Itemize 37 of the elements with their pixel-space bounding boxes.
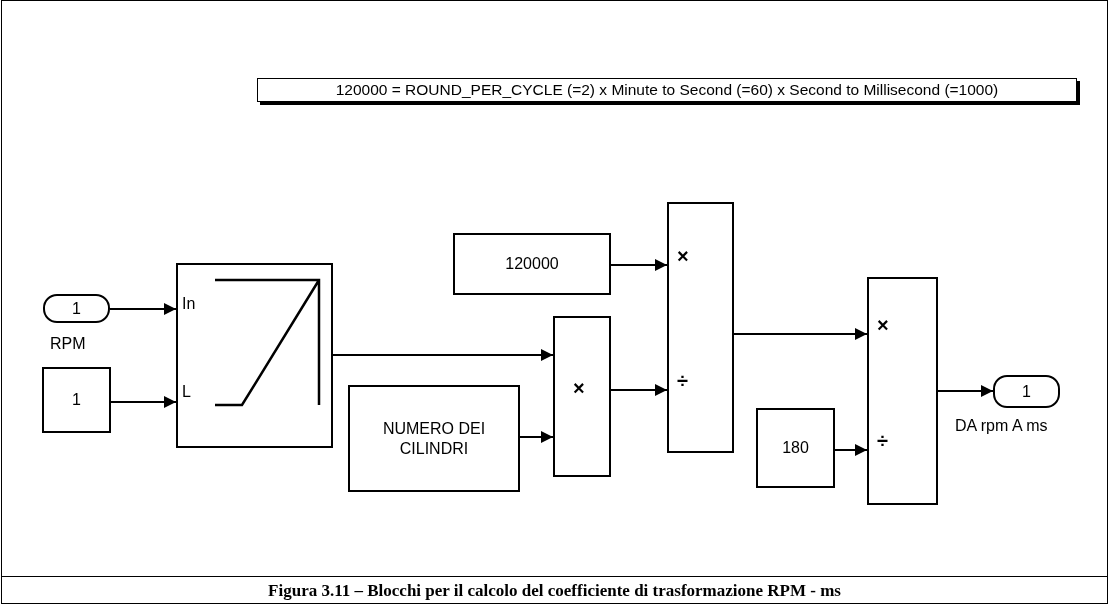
port-block bbox=[43, 294, 110, 323]
product-block bbox=[867, 277, 938, 505]
saturation-block bbox=[176, 263, 333, 448]
signal-arrow bbox=[519, 431, 554, 443]
port-name: RPM bbox=[50, 336, 86, 352]
signal-arrow bbox=[110, 396, 177, 408]
port-name: DA rpm A ms bbox=[955, 418, 1048, 434]
signal-arrow bbox=[109, 303, 177, 315]
signal-arrow bbox=[733, 328, 868, 340]
operator-sign: × bbox=[573, 378, 585, 398]
signal-arrow bbox=[610, 384, 668, 396]
signal-arrow bbox=[332, 349, 554, 361]
product-block bbox=[667, 202, 734, 453]
block-value: 180 bbox=[782, 438, 809, 458]
block-value: 120000 bbox=[505, 254, 559, 274]
port-number: 1 bbox=[72, 298, 81, 319]
port-label: L bbox=[182, 384, 191, 400]
port-block bbox=[993, 375, 1060, 408]
block-value: 1 bbox=[72, 390, 81, 410]
signal-arrow bbox=[610, 259, 668, 271]
constant-block bbox=[756, 408, 835, 488]
annotation-text: 120000 = ROUND_PER_CYCLE (=2) x Minute to Second (=60) x Second to Millisecond (=1000) bbox=[335, 80, 999, 100]
port-number: 1 bbox=[1022, 381, 1031, 402]
port-label: In bbox=[182, 296, 196, 312]
operator-sign: × bbox=[677, 246, 689, 266]
signal-arrow bbox=[937, 385, 994, 397]
constant-block bbox=[453, 233, 611, 295]
constant-block bbox=[42, 367, 111, 433]
signal-arrow bbox=[834, 444, 868, 456]
block-value: NUMERO DEI CILINDRI bbox=[381, 418, 487, 459]
figure-caption: Figura 3.11 – Blocchi per il calcolo del coefficiente di trasformazione RPM - ms bbox=[267, 580, 842, 602]
product-block bbox=[553, 316, 611, 477]
constant-block bbox=[348, 385, 520, 492]
operator-sign: × bbox=[877, 315, 889, 335]
operator-sign: ÷ bbox=[877, 431, 888, 451]
operator-sign: ÷ bbox=[677, 371, 688, 391]
annotation-box bbox=[257, 78, 1077, 102]
